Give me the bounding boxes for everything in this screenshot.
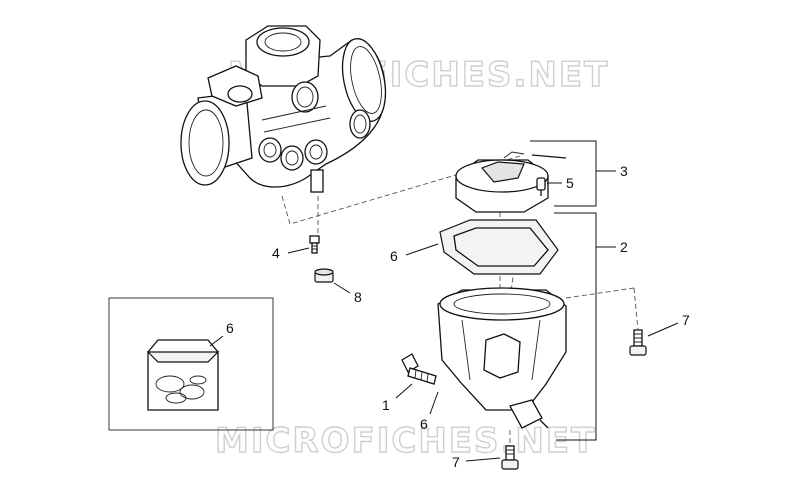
bracket-3 (530, 140, 597, 207)
part-7-screw-bottom (501, 445, 519, 470)
callout-4: 4 (272, 245, 280, 261)
callout-8: 8 (354, 289, 362, 305)
leader-4 (287, 247, 310, 254)
leader-8 (333, 282, 351, 294)
callout-6-kit: 6 (226, 320, 234, 336)
part-6-float-gasket (439, 219, 559, 275)
carburetor-body (180, 25, 387, 193)
part-4-jet (309, 235, 320, 254)
leader-7-right (647, 322, 679, 337)
assembly-line-6 (633, 287, 639, 331)
leader-6-kit (209, 335, 224, 347)
bracket-2 (554, 212, 597, 441)
part-5-needle (536, 177, 546, 196)
callout-5: 5 (566, 175, 574, 191)
callout-6-washer: 6 (420, 416, 428, 432)
assembly-line-1 (281, 155, 521, 225)
part-8-plug (314, 268, 334, 283)
leader-7-bottom (465, 457, 501, 462)
callout-7-right: 7 (682, 312, 690, 328)
leader-6-washer (429, 391, 439, 415)
callout-7-bottom: 7 (452, 454, 460, 470)
part-1-screw (401, 353, 437, 385)
watermark-bottom: MICROFICHES.NET (215, 421, 596, 461)
part-2-float-bowl (437, 287, 567, 429)
part-7-screw-right (629, 329, 647, 356)
assembly-line-4 (509, 221, 521, 301)
callout-3: 3 (620, 163, 628, 179)
callout-6-gasket: 6 (390, 248, 398, 264)
part-3-choke-assembly (455, 151, 567, 213)
callout-1: 1 (382, 397, 390, 413)
callout-2: 2 (620, 239, 628, 255)
leader-1 (395, 383, 413, 399)
gasket-kit-box (108, 297, 274, 431)
leader-6-gasket (405, 243, 439, 256)
assembly-line-5 (565, 287, 635, 299)
